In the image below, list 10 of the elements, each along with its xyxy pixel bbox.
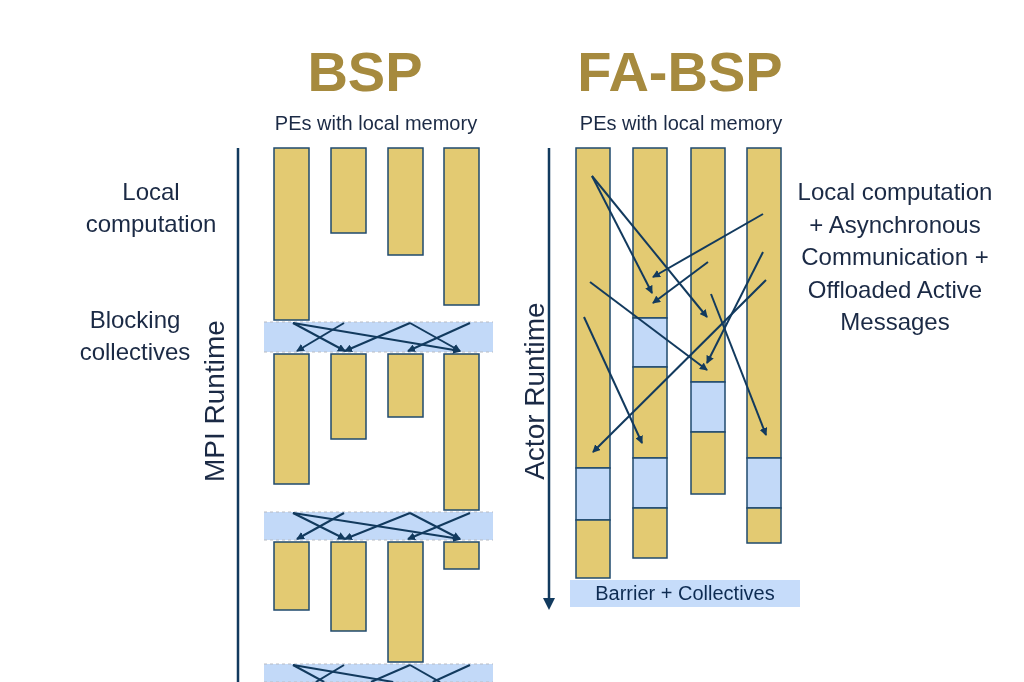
panel-title: BSP xyxy=(306,40,424,105)
axis-label: MPI Runtime xyxy=(198,319,231,484)
phase-label: Local computation xyxy=(84,177,218,239)
panel-title: FA-BSP xyxy=(576,40,784,105)
column-heading: PEs with local memory xyxy=(578,112,784,135)
phase-label: Blocking collectives xyxy=(78,305,192,367)
axis-label: Actor Runtime xyxy=(518,301,551,482)
column-heading: PEs with local memory xyxy=(273,112,479,135)
barrier-band: Barrier + Collectives xyxy=(570,580,800,607)
phase-label: Local computation + Asynchronous Communication + Offloaded Active Messages xyxy=(796,177,994,337)
